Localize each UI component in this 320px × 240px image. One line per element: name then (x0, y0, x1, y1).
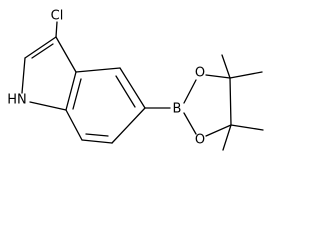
bond-c3-c3a (55, 36, 77, 73)
bond-c4-c5 (119, 67, 146, 109)
bond-c3a-c4 (75, 67, 121, 73)
bond-methyl-4 (222, 124, 232, 151)
bond-b-o-top (183, 79, 197, 104)
bond-c3-c2-inner (31, 43, 54, 59)
bond-c3-c2 (24, 36, 57, 59)
bond-c-o-bottom (205, 124, 232, 137)
bond-c-c (229, 77, 232, 126)
bond-c5-c6 (111, 107, 146, 144)
bond-c7a-c3a (65, 71, 77, 111)
bond-methyl-1 (221, 54, 231, 79)
bond-methyl-2 (229, 71, 263, 79)
bond-c4-c5-inner (115, 75, 136, 108)
bond-c6-c7-inner (85, 133, 109, 137)
atom-cl-label: Cl (51, 9, 64, 24)
atom-o-bottom-label: O (195, 133, 205, 148)
bond-o-bottom-b (183, 112, 197, 135)
bond-c6-c7 (81, 139, 113, 144)
bond-methyl-3 (230, 124, 264, 131)
bond-c2-n1 (21, 57, 26, 94)
bond-c7-c7a (65, 109, 83, 141)
atom-b-label: B (173, 102, 182, 117)
bond-c3-cl (55, 21, 58, 38)
structure-diagram: Cl HN B O O (7, 9, 264, 151)
bond-n1-c7a (29, 101, 67, 111)
atom-o-top-label: O (195, 66, 205, 81)
bond-o-top-c (205, 74, 231, 79)
atom-nh-label: HN (7, 93, 27, 108)
bond-c7a-c3a-inner (72, 78, 82, 110)
